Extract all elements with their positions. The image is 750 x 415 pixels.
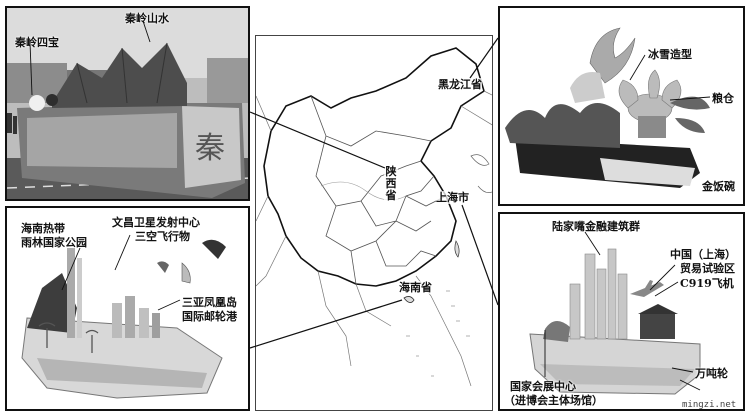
label-rainforest-2: 雨林国家公园 — [21, 236, 87, 249]
label-rainforest-1: 海南热带 — [21, 222, 65, 235]
label-jinfanwan: 金饭碗 — [702, 180, 735, 193]
label-cec-2: （进博会主体场馆） — [504, 394, 603, 407]
map-label-shanghai: 上海市 — [436, 191, 469, 204]
panel-heilongjiang-float: 冰雪造型 粮仓 金饭碗 — [498, 6, 745, 206]
panel-hainan-float: 海南热带 雨林国家公园 文昌卫星发射中心 三空飞行物 三亚凤凰岛 国际邮轮港 — [5, 206, 250, 411]
label-wandunlun: 万吨轮 — [695, 367, 728, 380]
map-label-hainan: 海南省 — [399, 281, 432, 294]
label-c919: C919飞机 — [680, 277, 734, 290]
label-sanya-2: 国际邮轮港 — [182, 310, 237, 323]
label-cec-1: 国家会展中心 — [510, 380, 576, 393]
map-label-shaanxi: 陕西省 — [384, 165, 398, 202]
svg-text:秦: 秦 — [195, 131, 225, 166]
label-lujiazui: 陆家嘴金融建筑群 — [552, 220, 640, 233]
heilongjiang-float-photo — [500, 8, 743, 204]
label-bingxue: 冰雪造型 — [648, 48, 692, 61]
label-qinling-shanshui: 秦岭山水 — [125, 12, 169, 25]
china-map: 黑龙江省 陕西省 上海市 海南省 — [255, 35, 493, 411]
label-qinling-sibao: 秦岭四宝 — [15, 36, 59, 49]
label-ftz-1: 中国（上海） — [670, 248, 736, 261]
label-wenchang-1: 文昌卫星发射中心 — [112, 216, 200, 229]
label-sanya-1: 三亚凤凰岛 — [182, 296, 237, 309]
label-ftz-2: 贸易试验区 — [680, 262, 735, 275]
map-label-heilongjiang: 黑龙江省 — [438, 78, 482, 91]
map-outline — [256, 36, 492, 410]
shanghai-float-photo — [500, 214, 743, 409]
shaanxi-float-photo: 秦 — [7, 8, 248, 199]
watermark: mingzi.net — [682, 400, 737, 410]
hainan-island — [403, 296, 415, 303]
label-wenchang-2: 三空飞行物 — [135, 230, 190, 243]
panel-shaanxi-float: 秦 秦岭山水 秦岭四宝 — [5, 6, 250, 201]
label-liangcang: 粮仓 — [712, 92, 734, 105]
china-border — [263, 47, 485, 287]
panel-shanghai-float: 陆家嘴金融建筑群 中国（上海） 贸易试验区 C919飞机 国家会展中心 （进博会… — [498, 212, 745, 411]
